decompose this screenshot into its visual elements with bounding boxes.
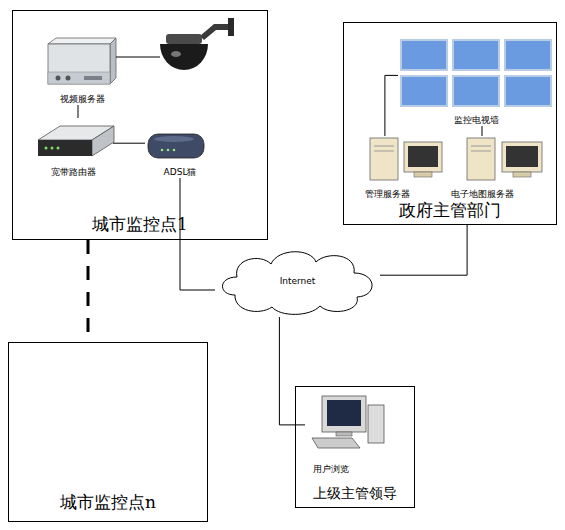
device-node: 电子地图服务器 — [440, 136, 524, 200]
server-front — [48, 44, 110, 84]
router-led — [51, 147, 54, 150]
server-slot — [84, 76, 102, 80]
modem-led — [161, 149, 164, 152]
device-node: 宽带路由器 — [33, 118, 113, 178]
video-server-icon — [48, 38, 116, 84]
group-label: 上级主管领导 — [296, 485, 414, 502]
pc-tower — [368, 405, 384, 443]
monitor-screen — [506, 146, 538, 167]
network-link — [180, 178, 215, 290]
wall-monitor — [401, 76, 447, 106]
network-link — [380, 225, 467, 275]
wall-monitor — [401, 40, 447, 70]
wall-monitor — [505, 76, 551, 106]
server-knob — [56, 76, 61, 81]
network-link — [113, 143, 145, 144]
camera-cap — [166, 34, 202, 44]
user-pc-icon — [312, 396, 384, 448]
camera-mount — [228, 18, 234, 36]
modem-body — [148, 134, 204, 158]
pc-screen — [327, 400, 361, 426]
group-label: 政府主管部门 — [344, 200, 556, 220]
modem-led — [167, 149, 170, 152]
tower-slot — [471, 146, 491, 147]
pc-stand — [336, 432, 352, 436]
group-label: 城市监控点n — [9, 492, 207, 512]
camera-highlight — [171, 51, 181, 57]
monitor-stand — [414, 172, 432, 177]
router-led — [57, 147, 60, 150]
network-link — [385, 75, 398, 136]
router-icon — [38, 126, 114, 156]
cloud-label: Internet — [215, 276, 380, 287]
device-node: 管理服务器 — [345, 136, 430, 200]
tower-slot — [471, 151, 491, 152]
device-label: 用户浏览 — [305, 464, 357, 475]
tower-slot — [374, 146, 394, 147]
group-box: 城市监控点1 视频服务器宽带路由器 ADSL猫 — [12, 10, 268, 240]
device-node: 监控电视墙 — [398, 34, 554, 126]
tv-wall-icon — [401, 40, 551, 106]
network-link — [78, 105, 79, 118]
camera-arm — [200, 24, 232, 40]
pc-keyboard — [312, 438, 360, 448]
modem-led — [173, 149, 176, 152]
server-tower — [467, 138, 495, 180]
device-label: 宽带路由器 — [33, 167, 113, 178]
router-led — [45, 147, 48, 150]
pc-monitor — [322, 396, 366, 432]
router-side — [92, 126, 114, 156]
group-label: 城市监控点1 — [13, 214, 267, 234]
group-box: 上级主管领导 用户浏览 — [295, 386, 415, 508]
dome-camera-icon — [160, 18, 234, 70]
wall-monitor — [505, 40, 551, 70]
camera-wire — [116, 57, 160, 58]
monitor-frame — [502, 142, 542, 172]
tower-slot — [374, 151, 394, 152]
device-label: 电子地图服务器 — [440, 189, 524, 200]
adsl-modem-icon — [148, 134, 204, 158]
map-server-icon — [467, 138, 542, 180]
group-box: 城市监控点n — [8, 342, 208, 522]
server-panel — [48, 72, 110, 84]
router-front — [38, 140, 92, 156]
monitor-frame — [404, 142, 442, 172]
device-label: ADSL猫 — [145, 167, 215, 178]
device-node: 视频服务器 — [42, 35, 122, 105]
monitor-screen — [408, 146, 438, 167]
server-top — [48, 38, 116, 44]
network-link — [482, 126, 483, 136]
server-tower — [370, 138, 398, 180]
internet-cloud: Internet — [215, 245, 380, 317]
modem-highlight — [154, 136, 194, 142]
management-server-icon — [370, 138, 442, 180]
device-label: 视频服务器 — [42, 94, 122, 105]
monitor-stand — [513, 172, 531, 177]
device-node: 用户浏览 — [305, 390, 357, 475]
device-node: ADSL猫 — [145, 120, 215, 178]
server-knob — [66, 76, 71, 81]
server-side — [110, 38, 116, 84]
group-box: 政府主管部门 监控电视墙管理服务器电子地图服务器 — [343, 22, 557, 225]
device-label: 监控电视墙 — [398, 115, 554, 126]
wall-monitor — [453, 76, 499, 106]
camera-dome — [160, 44, 208, 70]
dashed-connector — [87, 240, 90, 342]
device-label: 管理服务器 — [345, 189, 430, 200]
network-link — [279, 317, 305, 425]
wall-monitor — [453, 40, 499, 70]
